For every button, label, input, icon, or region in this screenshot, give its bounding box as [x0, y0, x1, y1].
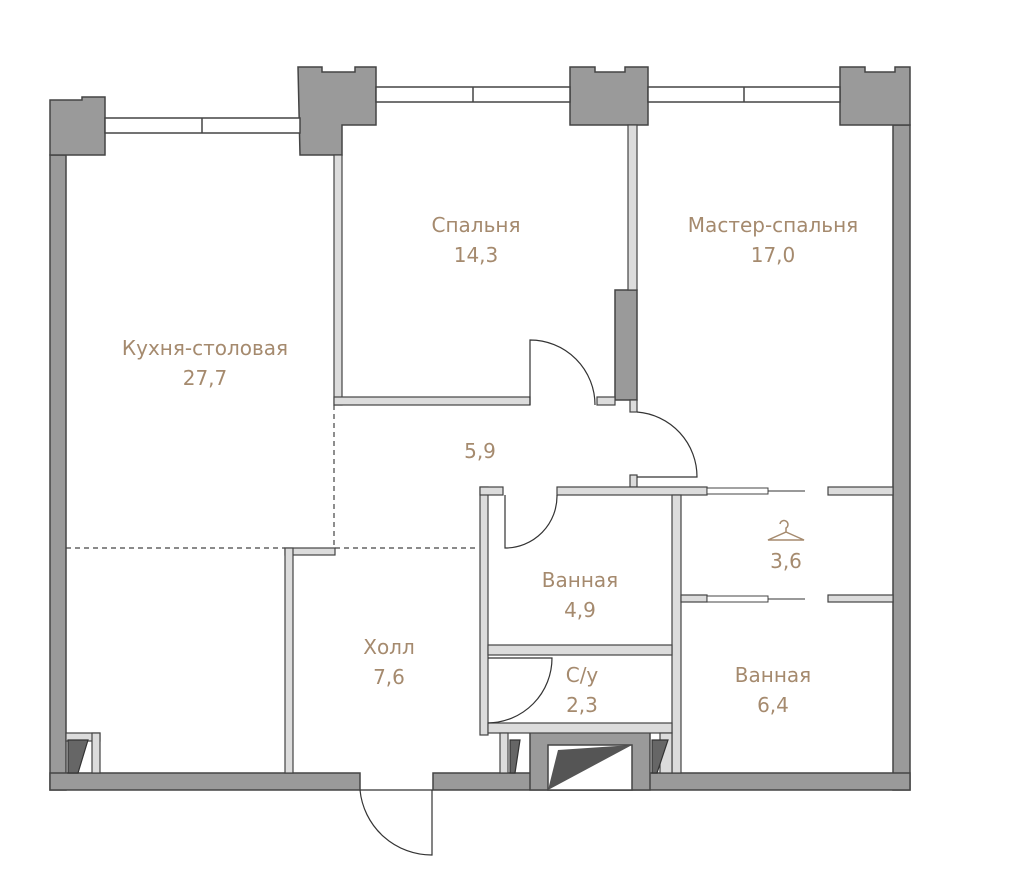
room-bathroom-1: Ванная 4,9	[542, 565, 618, 625]
room-bedroom: Спальня 14,3	[432, 210, 521, 270]
room-area: 14,3	[453, 243, 499, 267]
hanger-icon	[767, 519, 805, 541]
room-name: Холл	[363, 635, 415, 659]
room-area: 3,6	[770, 549, 802, 573]
room-kitchen-dining: Кухня-столовая 27,7	[122, 333, 288, 393]
bottom-outer-wall-left	[49, 772, 361, 791]
room-area: 7,6	[373, 665, 405, 689]
room-name: Ванная	[734, 663, 812, 687]
room-bathroom-2: Ванная 6,4	[735, 660, 811, 720]
pillar-2	[297, 66, 377, 156]
room-area: 6,4	[757, 693, 789, 717]
pillar-4	[839, 66, 911, 126]
room-area: 2,3	[566, 693, 598, 717]
room-name: Мастер-спальня	[687, 213, 859, 237]
room-name: Спальня	[431, 213, 521, 237]
room-area: 17,0	[750, 243, 796, 267]
room-corridor: 5,9	[464, 436, 496, 466]
right-outer-wall	[892, 124, 911, 791]
room-wc: С/у 2,3	[566, 660, 599, 720]
doors	[67, 339, 698, 856]
room-name: Ванная	[541, 568, 619, 592]
left-outer-wall	[49, 154, 67, 791]
room-name: Кухня-столовая	[121, 336, 289, 360]
room-hall: Холл 7,6	[363, 632, 415, 692]
room-area: 5,9	[464, 439, 496, 463]
pillar-3	[569, 66, 649, 126]
room-name: С/у	[565, 663, 599, 687]
room-master-bedroom: Мастер-спальня 17,0	[688, 210, 858, 270]
room-wardrobe: 3,6	[770, 546, 802, 576]
room-area: 4,9	[564, 598, 596, 622]
bottom-outer-wall-right	[432, 772, 911, 791]
room-area: 27,7	[182, 366, 228, 390]
column	[614, 289, 638, 401]
pillar-1	[49, 96, 106, 156]
